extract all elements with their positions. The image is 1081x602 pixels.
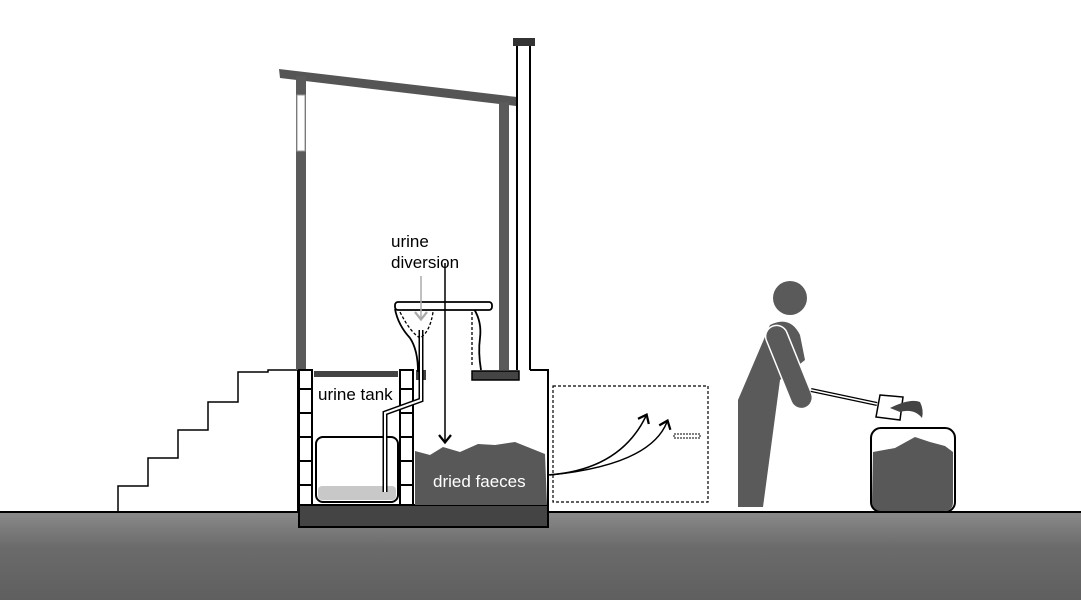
urine-funnel bbox=[399, 311, 434, 339]
toilet-bowl bbox=[394, 308, 482, 373]
left-post bbox=[296, 76, 306, 370]
removal-arrow-2 bbox=[549, 418, 672, 476]
toilet-seat bbox=[394, 301, 493, 311]
dotted-marker bbox=[673, 433, 701, 439]
removal-arrow-1 bbox=[547, 413, 650, 476]
removal-area bbox=[552, 385, 709, 503]
floor-slab bbox=[471, 370, 520, 381]
left-brick-wall bbox=[298, 369, 313, 506]
urine-container bbox=[315, 436, 399, 503]
dried-faeces-label: dried faeces bbox=[433, 472, 526, 491]
urine-tank-lid bbox=[314, 371, 398, 377]
compost-bucket bbox=[870, 427, 956, 513]
urine-diversion-label-2: diversion bbox=[391, 253, 459, 272]
chamber-base bbox=[298, 504, 549, 528]
faeces-on-shovel bbox=[890, 400, 923, 418]
urine-diversion-label: urine bbox=[391, 232, 429, 251]
shovel-blade bbox=[875, 394, 904, 421]
vent-pipe bbox=[516, 44, 531, 381]
stairs bbox=[117, 369, 298, 512]
vent-cap bbox=[513, 38, 535, 46]
person-icon bbox=[738, 281, 814, 507]
middle-brick-wall bbox=[399, 369, 414, 506]
compost-bucket-fill bbox=[872, 437, 953, 511]
urine-tank-label: urine tank bbox=[318, 385, 393, 404]
urine-liquid bbox=[318, 486, 396, 500]
door-hinge bbox=[296, 94, 306, 152]
right-post bbox=[499, 102, 509, 370]
dried-faeces-pile bbox=[415, 442, 547, 505]
roof bbox=[279, 69, 517, 106]
